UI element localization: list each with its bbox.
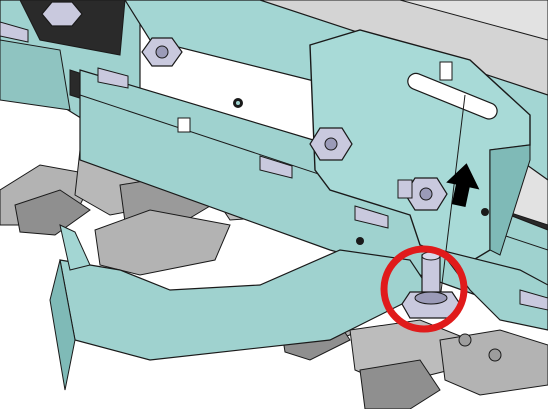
lower-guard-lip xyxy=(49,259,76,391)
hex-nut xyxy=(41,1,83,27)
bracket-side xyxy=(489,144,531,256)
bracket-slot xyxy=(407,72,498,120)
mount-hole xyxy=(356,237,364,245)
guard-finger xyxy=(59,224,91,271)
frame-left-flange xyxy=(0,39,71,111)
nut-washer xyxy=(419,187,433,201)
knife-rivet xyxy=(458,333,472,347)
bolt-shank xyxy=(421,254,441,296)
nut-washer xyxy=(155,45,169,59)
main-channel-top xyxy=(124,0,548,181)
square-slot xyxy=(177,117,191,133)
callout-circle xyxy=(380,245,468,333)
square-slot xyxy=(439,61,453,81)
mount-hole xyxy=(481,208,489,216)
up-arrow-icon xyxy=(446,163,480,207)
knife-section xyxy=(14,189,91,236)
pin-stud xyxy=(354,205,389,229)
pin-studs xyxy=(0,21,548,311)
lower-guard xyxy=(59,249,431,361)
pin-stud xyxy=(519,289,548,311)
mount-hole xyxy=(236,101,240,105)
knife-section xyxy=(94,209,231,276)
knife-section xyxy=(359,359,441,409)
bolt-washer xyxy=(414,291,448,305)
knife-rivet xyxy=(488,348,502,362)
nut-washer xyxy=(324,137,338,151)
pin-stud xyxy=(0,21,29,43)
lower-right-bracket xyxy=(438,249,548,331)
highlighted-bolt xyxy=(401,251,461,319)
tie-rod xyxy=(439,94,466,301)
knife-section xyxy=(439,329,548,396)
bolt-stub xyxy=(397,179,413,199)
pin-stud xyxy=(97,67,129,89)
pin-stud xyxy=(259,155,293,179)
hex-nuts xyxy=(41,1,448,211)
